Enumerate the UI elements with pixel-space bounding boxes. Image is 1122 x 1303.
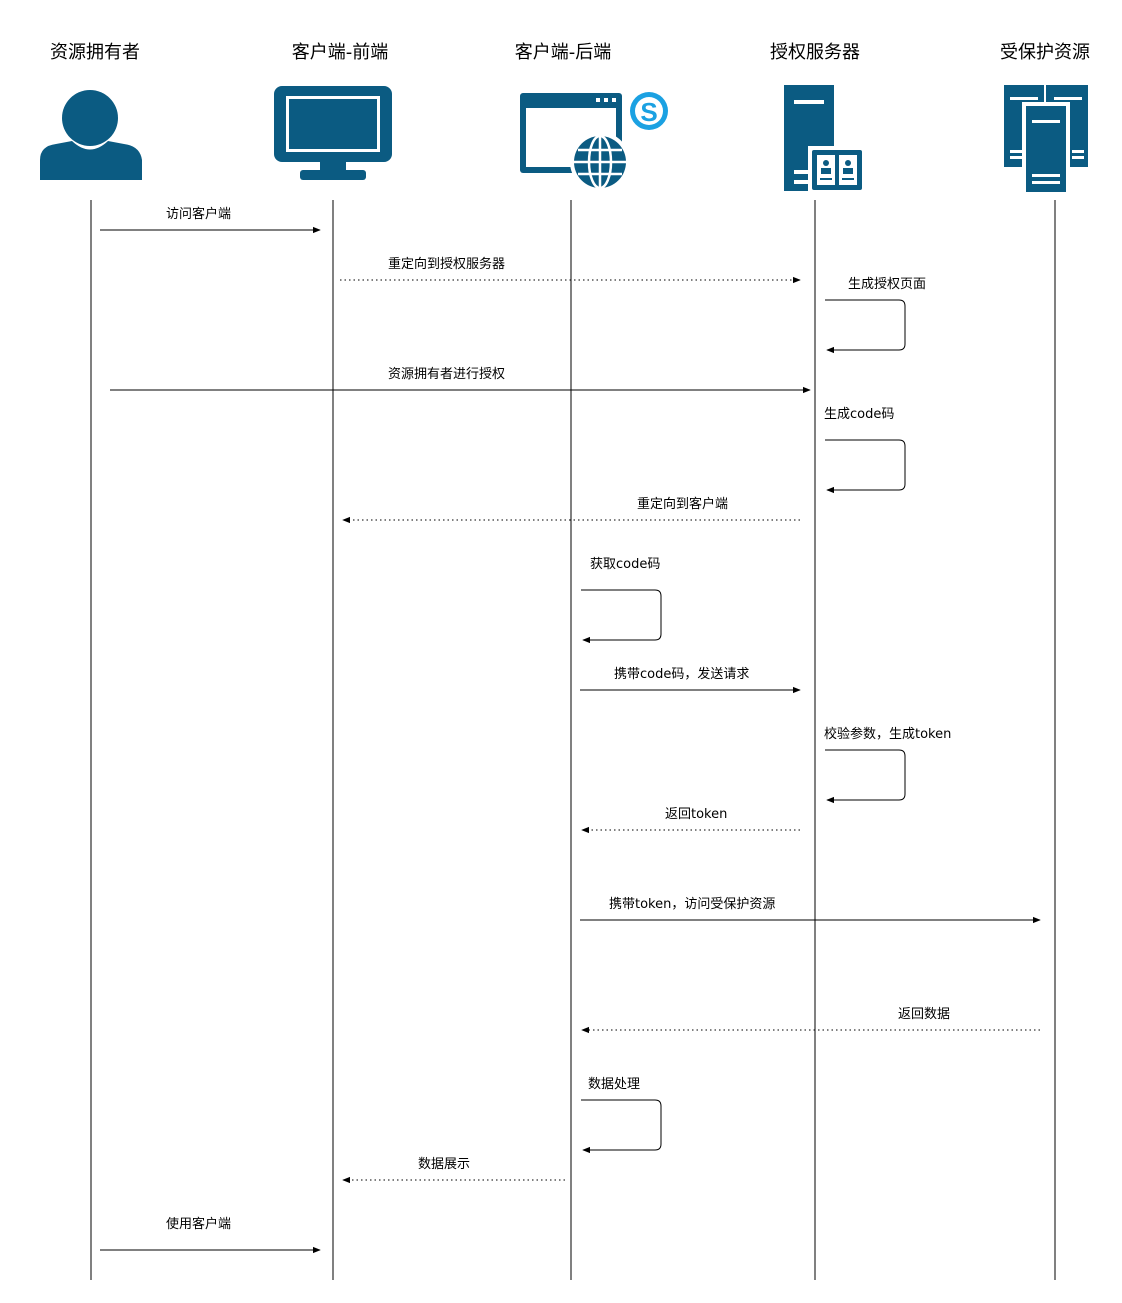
actor-title-backend: 客户端-后端 [514,42,612,63]
message-label: 访问客户端 [166,207,232,222]
self-message-arrow [825,749,906,804]
actor-title-resource: 受保护资源 [1000,42,1090,63]
message-label: 重定向到授权服务器 [388,257,506,272]
self-message-arrow [825,439,906,494]
message-label: 携带token，访问受保护资源 [609,897,776,912]
message-label: 生成授权页面 [848,277,927,292]
server-cluster-icon [1004,85,1088,192]
message-label: 数据处理 [588,1077,641,1092]
user-icon [40,90,142,180]
message-label: 返回token [665,807,728,822]
message-label: 携带code码，发送请求 [614,667,750,682]
message-label: 资源拥有者进行授权 [388,367,506,382]
actor-title-frontend: 客户端-前端 [291,42,389,63]
actor-icons: S [40,85,1088,192]
svg-text:S: S [640,97,657,127]
message-label: 获取code码 [590,557,661,572]
message-label: 返回数据 [898,1007,951,1022]
message-label: 数据展示 [418,1157,471,1172]
message-label: 校验参数，生成token [824,727,952,742]
self-message-arrow [581,1099,662,1154]
actor-title-auth: 授权服务器 [770,42,860,63]
auth-server-icon [784,85,864,192]
message-label: 生成code码 [824,407,895,422]
skype-icon: S [630,92,668,130]
message-label: 重定向到客户端 [637,497,729,512]
self-message-arrow [581,589,662,644]
self-message-arrow [825,299,906,354]
monitor-icon [274,86,392,180]
actor-title-owner: 资源拥有者 [50,42,140,63]
message-label: 使用客户端 [166,1217,232,1232]
web-app-icon: S [520,92,668,192]
